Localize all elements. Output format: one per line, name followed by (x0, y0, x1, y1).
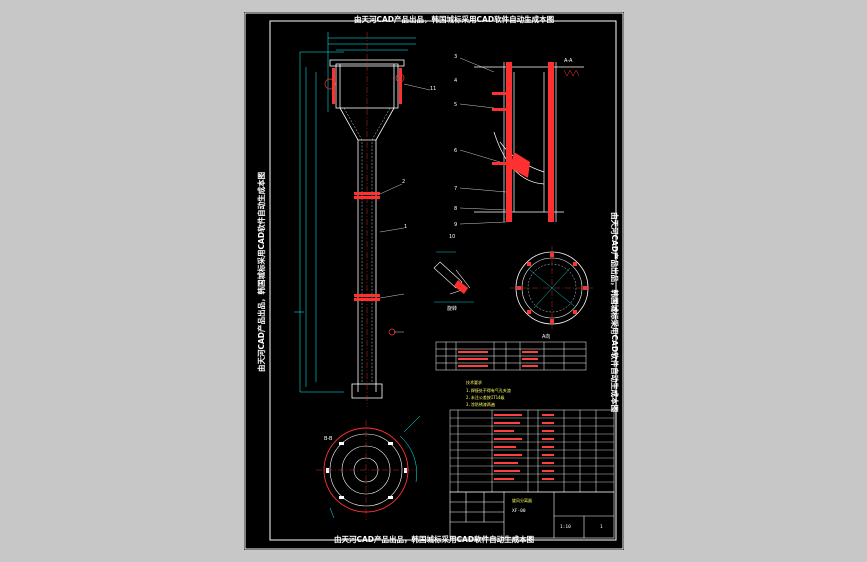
drawing-canvas: 由天河CAD产品出品，韩国城标采用CAD软件自动生成本图 由天河CAD产品出品，… (244, 12, 624, 550)
part-label-6: 6 (454, 148, 457, 154)
notes-line-3: 3.涂防锈漆两遍 (466, 401, 495, 407)
drawing-sheet[interactable]: 由天河CAD产品出品，韩国城标采用CAD软件自动生成本图 由天河CAD产品出品，… (244, 12, 624, 550)
outer-frame (244, 12, 624, 550)
part-label-1: 1 (404, 224, 407, 230)
main-view: 2 1 11 (294, 32, 436, 407)
small-table (435, 341, 587, 371)
view-a-label: A向 (542, 333, 550, 340)
bom-table (449, 409, 615, 493)
drawing-scale: 1:10 (560, 524, 571, 530)
section-label-a: A-A (564, 58, 573, 64)
rotation-label: 旋转 (447, 305, 457, 312)
part-label-2: 2 (402, 179, 405, 185)
flange-view-a: A向 (510, 246, 594, 340)
rotated-detail: 10 旋转 (433, 234, 474, 312)
part-label-11: 11 (430, 86, 436, 92)
notes-line-1: 1.焊接处不得有气孔夹渣 (466, 387, 511, 393)
part-label-7: 7 (454, 186, 457, 192)
notes-title: 技术要求 (466, 379, 482, 385)
title-block: 旋风分离器 XF-00 1:10 1 (449, 491, 615, 539)
part-label-9: 9 (454, 222, 457, 228)
part-label-5: 5 (454, 102, 457, 108)
section-label-b: B-B (324, 436, 333, 442)
watermark-bottom: 由天河CAD产品出品，韩国城标采用CAD软件自动生成本图 (334, 534, 535, 544)
part-label-10: 10 (449, 234, 455, 240)
watermark-top: 由天河CAD产品出品，韩国城标采用CAD软件自动生成本图 (354, 14, 555, 24)
watermark-right: 由天河CAD产品出品，韩国城标采用CAD软件自动生成本图 (610, 212, 620, 413)
notes-line-2: 2.未注公差按IT14级 (466, 394, 504, 400)
watermark-left: 由天河CAD产品出品，韩国城标采用CAD软件自动生成本图 (256, 171, 266, 372)
part-label-4: 4 (454, 78, 457, 84)
section-view: 3 5 6 7 8 9 4 A-A (454, 54, 584, 228)
flange-view-b: B-B (316, 415, 421, 520)
sheet-number: 1 (600, 524, 603, 530)
drawing-name: 旋风分离器 (512, 497, 532, 503)
inner-frame (269, 20, 617, 541)
drawing-number: XF-00 (512, 508, 526, 514)
tech-notes: 技术要求 1.焊接处不得有气孔夹渣 2.未注公差按IT14级 3.涂防锈漆两遍 (466, 379, 511, 407)
part-label-8: 8 (454, 206, 457, 212)
part-label-3: 3 (454, 54, 457, 60)
